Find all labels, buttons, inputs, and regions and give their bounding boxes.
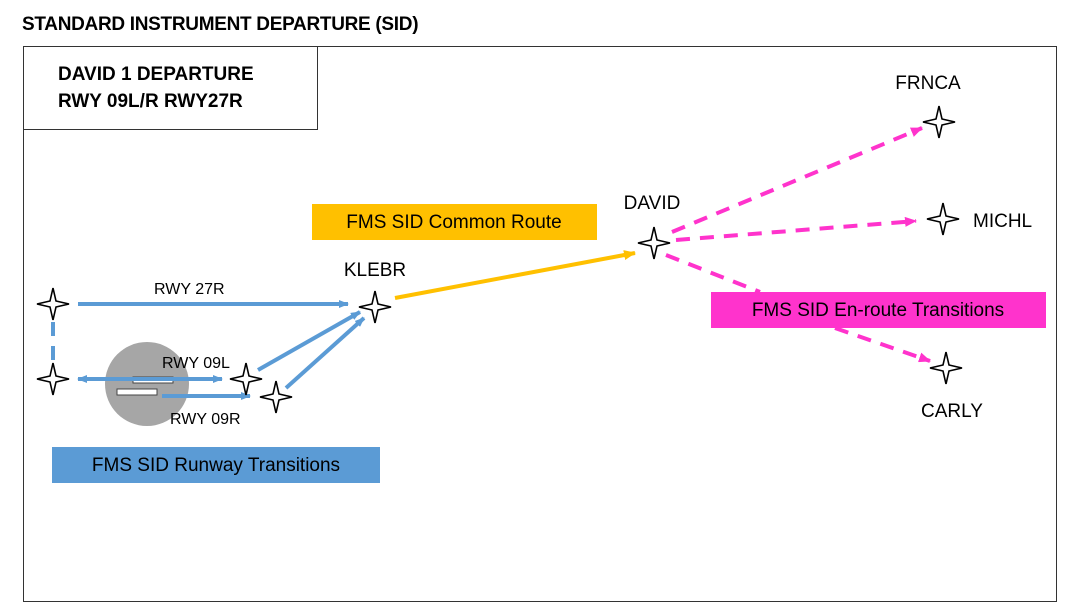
rwy09l-to-klebr <box>257 310 361 372</box>
label-klebr: KLEBR <box>344 260 406 281</box>
runway-09r-strip <box>116 388 158 396</box>
waypoint-star-michl <box>926 202 960 236</box>
procedure-name: DAVID 1 DEPARTURE <box>58 64 254 85</box>
legend-runway-label: FMS SID Runway Transitions <box>92 455 340 476</box>
enroute-carly <box>665 253 761 294</box>
label-frnca: FRNCA <box>895 73 961 94</box>
page-title: STANDARD INSTRUMENT DEPARTURE (SID) <box>22 14 419 35</box>
legend-enroute-box <box>711 292 1046 328</box>
legend-common-label: FMS SID Common Route <box>346 212 561 233</box>
label-rwy09r: RWY 09R <box>170 411 241 428</box>
enroute-michl <box>675 216 917 242</box>
label-rwy27r: RWY 27R <box>154 281 225 298</box>
airport-circle <box>105 342 189 426</box>
runway-transitions <box>51 300 366 400</box>
label-carly: CARLY <box>921 401 983 422</box>
label-rwy09l: RWY 09L <box>162 355 230 372</box>
waypoint-star-carly <box>929 351 963 385</box>
waypoint-star-rwy09l-end <box>229 362 263 396</box>
waypoint-star-frnca <box>922 105 956 139</box>
label-michl: MICHL <box>973 211 1032 232</box>
enroute-carly-lower <box>834 326 931 363</box>
waypoint-star-rwy27r-start <box>36 287 70 321</box>
diagram-frame <box>23 46 1057 602</box>
procedure-name-box: DAVID 1 DEPARTURE RWY 09L/R RWY27R <box>23 46 318 130</box>
rwy09r-to-klebr <box>284 316 366 390</box>
enroute-transitions <box>665 126 931 363</box>
legend-enroute-label: FMS SID En-route Transitions <box>752 300 1004 321</box>
legend-runway-box <box>52 447 380 483</box>
label-david: DAVID <box>624 193 681 214</box>
common-route-line <box>394 250 636 300</box>
waypoint-star-rwy09l-start <box>36 362 70 396</box>
procedure-runways: RWY 09L/R RWY27R <box>58 91 243 112</box>
waypoint-star-david <box>637 226 671 260</box>
legend-common-box <box>312 204 597 240</box>
enroute-frnca <box>671 126 923 234</box>
